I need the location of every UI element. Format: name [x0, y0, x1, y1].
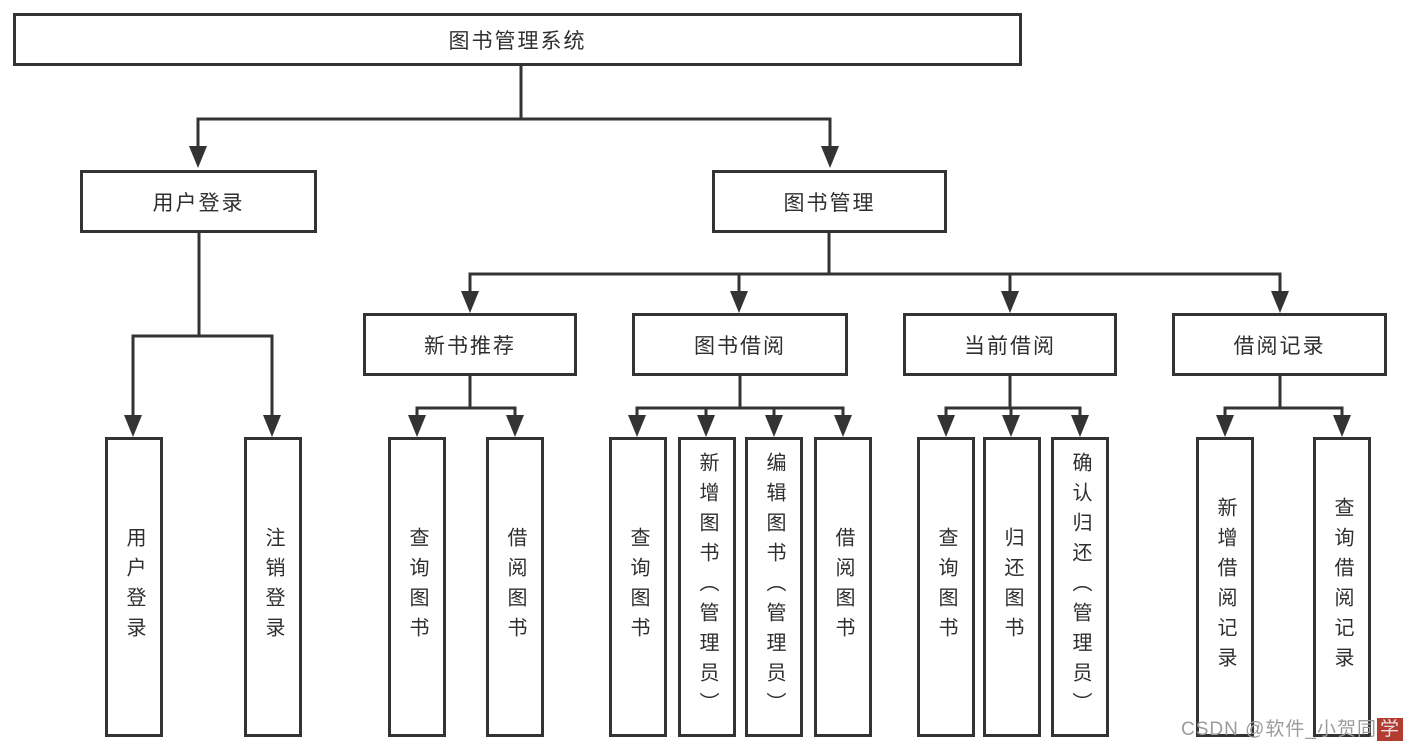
- arrowhead: [628, 415, 646, 437]
- arrowhead: [408, 415, 426, 437]
- node-current-borrow: 当前借阅: [903, 313, 1117, 376]
- arrowhead: [1001, 291, 1019, 313]
- leaf-label: 借阅图书: [832, 527, 854, 647]
- node-label: 新书推荐: [424, 334, 516, 358]
- node-label: 借阅记录: [1233, 334, 1326, 358]
- arrowhead: [821, 146, 839, 168]
- node-label: 图书管理: [783, 191, 876, 215]
- leaf-borrow-book: 借阅图书: [814, 437, 872, 737]
- arrowhead: [730, 291, 748, 313]
- leaf-query-book: 查询图书: [388, 437, 446, 737]
- leaf-query-borrow-record: 查询借阅记录: [1313, 437, 1371, 737]
- node-user-login: 用户登录: [80, 170, 317, 233]
- arrowhead: [1071, 415, 1089, 437]
- leaf-edit-book-admin: 编辑图书（管理员）: [745, 437, 803, 737]
- csdn-watermark: CSDN @软件_小贺同学: [1181, 714, 1403, 741]
- node-book-management-system: 图书管理系统: [13, 13, 1022, 66]
- watermark-highlight: 学: [1376, 718, 1403, 741]
- arrowhead: [461, 291, 479, 313]
- watermark-text: CSDN @软件_小贺同: [1181, 719, 1377, 740]
- leaf-add-borrow-record: 新增借阅记录: [1196, 437, 1254, 737]
- leaf-user-login: 用户登录: [105, 437, 163, 737]
- leaf-label: 查询图书: [406, 527, 428, 647]
- node-new-book-recommend: 新书推荐: [363, 313, 577, 376]
- leaf-query-book: 查询图书: [917, 437, 975, 737]
- arrowhead: [506, 415, 524, 437]
- arrowhead: [834, 415, 852, 437]
- leaf-label: 归还图书: [1001, 527, 1023, 647]
- arrowhead: [1271, 291, 1289, 313]
- arrowhead: [1002, 415, 1020, 437]
- node-book-borrow: 图书借阅: [632, 313, 848, 376]
- leaf-label: 查询图书: [627, 527, 649, 647]
- arrowhead: [189, 146, 207, 168]
- leaf-label: 查询借阅记录: [1331, 497, 1353, 677]
- leaf-confirm-return-admin: 确认归还（管理员）: [1051, 437, 1109, 737]
- node-label: 当前借阅: [964, 334, 1056, 358]
- arrowhead: [765, 415, 783, 437]
- arrowhead: [263, 415, 281, 437]
- arrowhead: [1333, 415, 1351, 437]
- leaf-label: 编辑图书（管理员）: [763, 452, 785, 722]
- arrowhead: [937, 415, 955, 437]
- leaf-borrow-book: 借阅图书: [486, 437, 544, 737]
- node-label: 图书管理系统: [448, 29, 587, 53]
- leaf-label: 新增图书（管理员）: [696, 452, 718, 722]
- arrowhead: [697, 415, 715, 437]
- leaf-query-book: 查询图书: [609, 437, 667, 737]
- leaf-add-book-admin: 新增图书（管理员）: [678, 437, 736, 737]
- node-label: 用户登录: [152, 191, 245, 215]
- leaf-return-book: 归还图书: [983, 437, 1041, 737]
- node-label: 图书借阅: [694, 334, 786, 358]
- leaf-logout: 注销登录: [244, 437, 302, 737]
- arrowhead: [1216, 415, 1234, 437]
- leaf-label: 注销登录: [262, 527, 284, 647]
- node-book-management: 图书管理: [712, 170, 947, 233]
- leaf-label: 查询图书: [935, 527, 957, 647]
- leaf-label: 借阅图书: [504, 527, 526, 647]
- node-borrow-records: 借阅记录: [1172, 313, 1387, 376]
- leaf-label: 新增借阅记录: [1214, 497, 1236, 677]
- leaf-label: 确认归还（管理员）: [1069, 452, 1091, 722]
- arrowhead: [124, 415, 142, 437]
- leaf-label: 用户登录: [123, 527, 145, 647]
